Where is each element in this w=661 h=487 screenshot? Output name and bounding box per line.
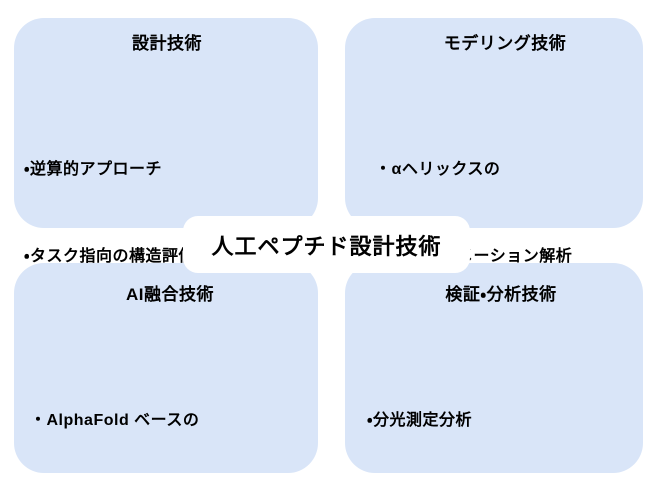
bullet-line: ・αヘリックスの (375, 161, 501, 178)
bullet-line: ・AlphaFold ベースの (30, 412, 200, 429)
quadrant-modeling-tech: モデリング技術 ・αヘリックスの コンフォメーション解析 ・変動環境下の 信頼度… (345, 18, 643, 439)
center-title-box: 人工ペプチド設計技術 (183, 216, 470, 273)
quadrant-verification-analysis-tech-title: 検証・分析技術 (445, 285, 557, 304)
bullet-line: ・分光測定分析 (367, 412, 472, 429)
quadrant-ai-fusion-tech-title: AI融合技術 (126, 285, 214, 304)
quadrant-design-tech-title: 設計技術 (132, 34, 202, 53)
quadrant-verification-analysis-tech-list: ・分光測定分析 ・バイオアッセイ (367, 348, 635, 487)
quadrant-ai-fusion-tech-list: ・AlphaFold ベースの 構造予測 ・分子動力学 シミュレーション (30, 348, 310, 487)
bullet-line: ・逆算的アプローチ (24, 161, 162, 178)
bullet-line: ・タスク指向の構造評価 (24, 248, 195, 265)
diagram-title: 人工ペプチド設計技術 (211, 233, 442, 259)
quadrant-modeling-tech-title: モデリング技術 (443, 34, 567, 53)
quadrant-ai-fusion-tech: AI融合技術 ・AlphaFold ベースの 構造予測 ・分子動力学 シミュレー… (14, 263, 318, 473)
quadrant-design-tech: 設計技術 ・逆算的アプローチ ・タスク指向の構造評価 ・機能評価スコアリング (14, 18, 318, 352)
quadrant-verification-analysis-tech: 検証・分析技術 ・分光測定分析 ・バイオアッセイ (345, 263, 643, 473)
